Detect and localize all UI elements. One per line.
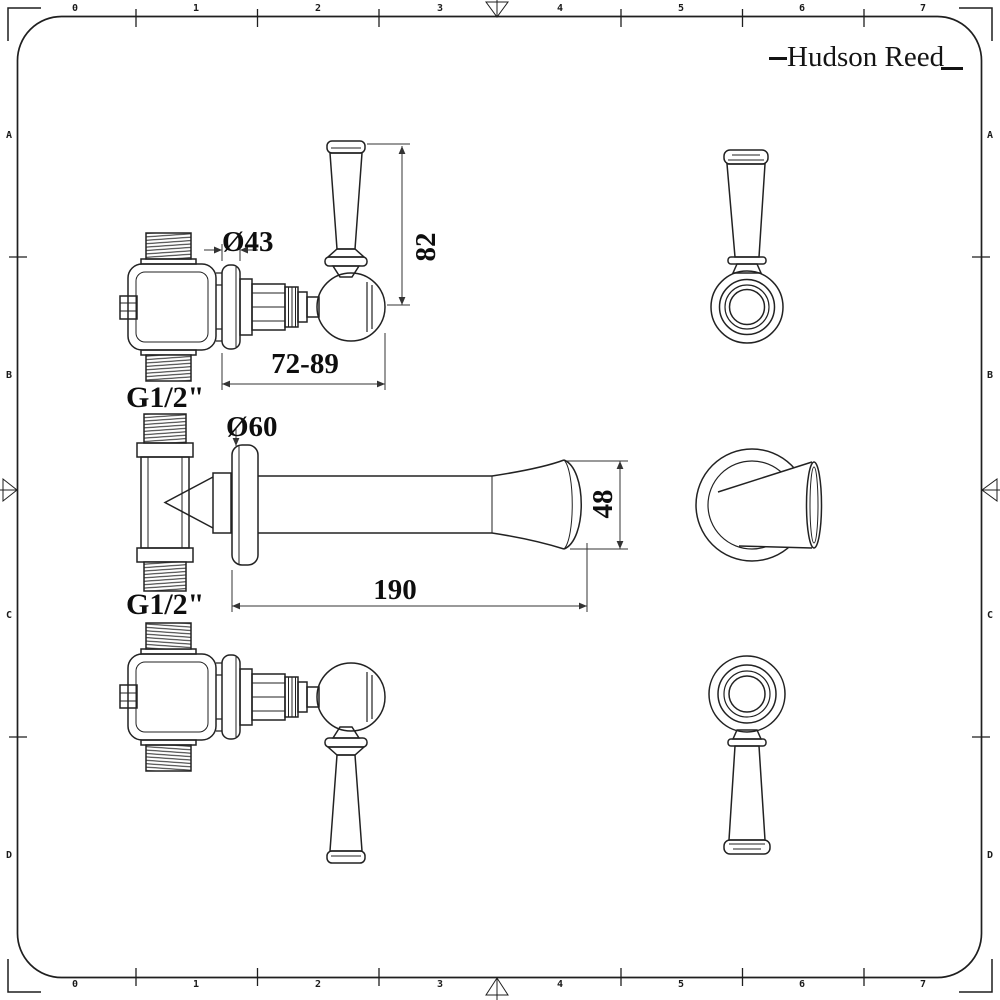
ruler-bottom-5: 5 bbox=[677, 979, 685, 990]
logo-text: Hudson Reed bbox=[787, 41, 945, 73]
ruler-left-c: C bbox=[5, 610, 13, 621]
ruler-bottom-6: 6 bbox=[798, 979, 806, 990]
dim-spout-flange-diameter: Ø60 bbox=[226, 411, 278, 443]
dim-valve-flange-diameter: Ø43 bbox=[222, 226, 274, 258]
corner-mark-top-right bbox=[959, 7, 993, 41]
ruler-top-6: 6 bbox=[798, 3, 806, 14]
ruler-ticks-right bbox=[972, 256, 990, 738]
ruler-bottom-0: 0 bbox=[71, 979, 79, 990]
dim-line-190 bbox=[231, 543, 588, 612]
ruler-left-d: D bbox=[5, 850, 13, 861]
ruler-top-3: 3 bbox=[436, 3, 444, 14]
spout-wall-flange bbox=[231, 444, 259, 566]
ruler-ticks-top bbox=[135, 9, 865, 27]
ruler-left-a: A bbox=[5, 130, 13, 141]
corner-mark-bottom-right bbox=[959, 959, 993, 993]
spout-flare bbox=[491, 459, 565, 477]
dim-valve-handle-length: 82 bbox=[410, 232, 442, 262]
valve-stem bbox=[306, 296, 320, 318]
corner-mark-top-left bbox=[7, 7, 41, 41]
dim-valve-thread: G1/2" bbox=[126, 381, 205, 414]
dim-line-48 bbox=[567, 460, 628, 550]
handle-lever-down bbox=[728, 745, 766, 841]
spout-tube bbox=[258, 475, 492, 534]
ruler-bottom-7: 7 bbox=[919, 979, 927, 990]
tee-thread-top bbox=[143, 413, 187, 444]
valve-lever bbox=[329, 152, 363, 250]
handle-front-view-down bbox=[708, 655, 786, 855]
logo-right-rule bbox=[941, 67, 964, 70]
valve-side-view-top bbox=[119, 140, 386, 382]
ruler-right-c: C bbox=[986, 610, 994, 621]
ruler-bottom-3: 3 bbox=[436, 979, 444, 990]
ruler-top-0: 0 bbox=[71, 3, 79, 14]
dim-line-72-89 bbox=[221, 333, 386, 390]
dim-line-82 bbox=[367, 143, 410, 306]
ruler-bottom-1: 1 bbox=[192, 979, 200, 990]
ruler-right-b: B bbox=[986, 370, 994, 381]
ruler-bottom-2: 2 bbox=[314, 979, 322, 990]
dim-line-dia43 bbox=[204, 244, 258, 261]
dim-spout-thread: G1/2" bbox=[126, 588, 205, 621]
ruler-top-2: 2 bbox=[314, 3, 322, 14]
handle-front-view-up bbox=[710, 149, 784, 344]
dimension-lines bbox=[204, 143, 628, 612]
valve-inlet-thread-top bbox=[145, 232, 192, 260]
dim-valve-projection: 72-89 bbox=[271, 348, 339, 380]
valve-handle-hub bbox=[316, 272, 386, 342]
ruler-top-4: 4 bbox=[556, 3, 564, 14]
tee-cone bbox=[163, 476, 214, 529]
ruler-top-5: 5 bbox=[677, 3, 685, 14]
center-mark-top bbox=[485, 0, 509, 18]
brand-logo: Hudson Reed bbox=[769, 40, 964, 73]
dim-spout-outlet-diameter: 48 bbox=[587, 489, 619, 519]
logo-left-rule bbox=[769, 57, 787, 60]
center-mark-left bbox=[0, 477, 18, 503]
spout-front-view bbox=[695, 448, 823, 562]
valve-wall-flange bbox=[221, 264, 241, 350]
spout-side-view bbox=[136, 413, 582, 592]
valve-side-boss bbox=[119, 295, 138, 320]
ruler-ticks-left bbox=[9, 256, 27, 738]
ruler-bottom-4: 4 bbox=[556, 979, 564, 990]
tee-thread-bottom bbox=[143, 561, 187, 592]
spout-front-cone bbox=[717, 461, 813, 549]
ruler-ticks-bottom bbox=[135, 968, 865, 986]
valve-body bbox=[127, 263, 217, 351]
valve-side-view-bottom bbox=[119, 622, 386, 864]
ruler-top-7: 7 bbox=[919, 3, 927, 14]
valve-cartridge bbox=[239, 278, 253, 336]
handle-lever-up bbox=[726, 163, 766, 258]
center-mark-right bbox=[981, 478, 1000, 502]
ruler-right-a: A bbox=[986, 130, 994, 141]
center-mark-bottom bbox=[485, 977, 509, 1000]
ruler-top-1: 1 bbox=[192, 3, 200, 14]
valve-inlet-thread-bottom bbox=[145, 354, 192, 382]
corner-mark-bottom-left bbox=[7, 959, 41, 993]
spout-front-outlet bbox=[805, 461, 823, 549]
ruler-left-b: B bbox=[5, 370, 13, 381]
dim-spout-length: 190 bbox=[373, 574, 417, 606]
ruler-right-d: D bbox=[986, 850, 994, 861]
